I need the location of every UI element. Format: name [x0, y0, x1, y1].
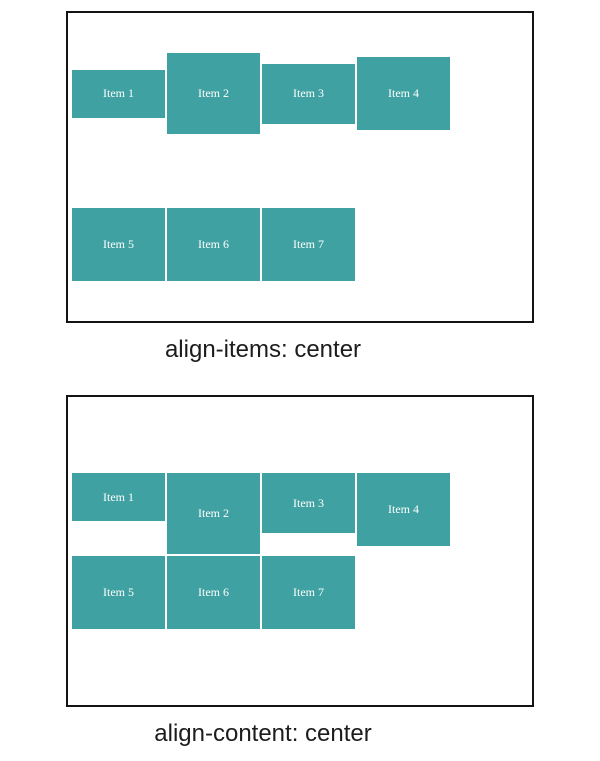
flex-item-4: Item 4: [357, 473, 450, 546]
flex-item-2: Item 2: [167, 473, 260, 554]
flex-item-7: Item 7: [262, 556, 355, 629]
caption-align-content: align-content: center: [154, 720, 372, 747]
flex-item-1: Item 1: [72, 473, 165, 521]
flex-container-align-items: Item 1 Item 2 Item 3 Item 4 Item 5 Item …: [66, 11, 534, 323]
flex-item-7: Item 7: [262, 208, 355, 281]
flex-item-2: Item 2: [167, 53, 260, 134]
flex-item-1: Item 1: [72, 69, 165, 118]
flex-item-4: Item 4: [357, 57, 450, 130]
flex-item-6: Item 6: [167, 208, 260, 281]
flex-item-6: Item 6: [167, 556, 260, 629]
flex-item-5: Item 5: [72, 208, 165, 281]
caption-align-items: align-items: center: [164, 336, 362, 363]
flexbox-demo-page: Item 1 Item 2 Item 3 Item 4 Item 5 Item …: [0, 11, 600, 749]
flex-item-5: Item 5: [72, 556, 165, 629]
flex-item-3: Item 3: [262, 63, 355, 124]
flex-container-align-content: Item 1 Item 2 Item 3 Item 4 Item 5 Item …: [66, 395, 534, 707]
flex-item-3: Item 3: [262, 473, 355, 533]
